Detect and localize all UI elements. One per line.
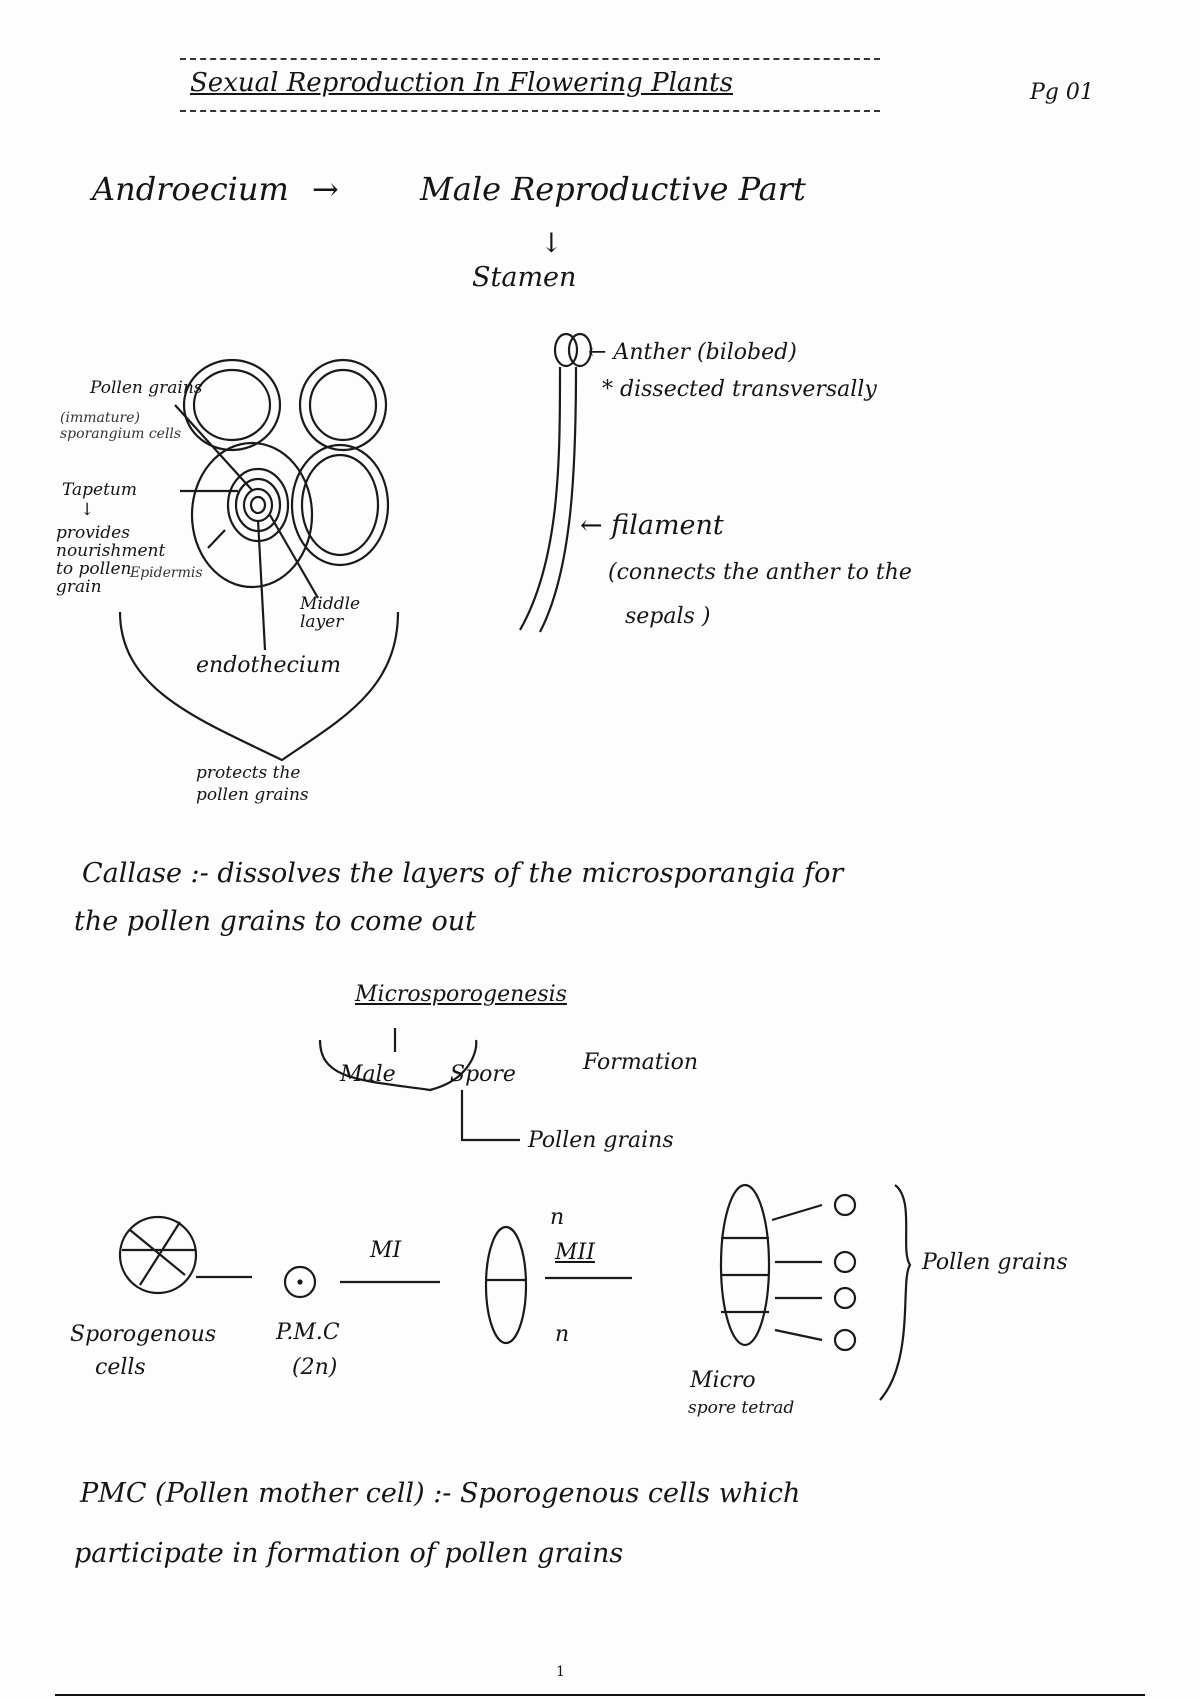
callase-line-1: Callase :- dissolves the layers of the m… <box>82 858 844 889</box>
label-pollen: Pollen grains <box>90 378 203 398</box>
label-haploid-top: n <box>550 1205 565 1230</box>
androecium-definition: Male Reproductive Part <box>420 170 806 208</box>
label-sporogenous: Sporogenous <box>70 1322 217 1347</box>
label-protects: protects the pollen grains <box>196 763 309 805</box>
anther-lobe-1 <box>182 358 282 452</box>
label-filament-note-1: (connects the anther to the <box>608 560 912 585</box>
result-pollen-grains: Pollen grains <box>528 1128 674 1153</box>
label-epidermis: Epidermis <box>130 565 203 581</box>
page-label: Pg 01 <box>1030 80 1094 105</box>
part-spore: Spore <box>450 1062 516 1087</box>
arrow-down-icon: ↓ <box>80 500 95 520</box>
label-pmc: P.M.C <box>276 1320 340 1345</box>
label-pollen-grains: Pollen grains <box>922 1250 1068 1275</box>
label-anther: ← Anther (bilobed) <box>588 340 797 365</box>
label-spore-tetrad: spore tetrad <box>688 1398 795 1418</box>
arrow-right-icon: → <box>312 170 339 208</box>
arrow-down-icon: ↓ <box>540 228 563 259</box>
label-filament-note-2: sepals ) <box>625 604 711 629</box>
title-box <box>180 58 880 112</box>
label-endothecium: endothecium <box>196 653 341 678</box>
label-middle-layer: Middle layer <box>300 594 361 632</box>
label-tapetum: Tapetum <box>62 480 137 500</box>
stamen-label: Stamen <box>472 262 577 293</box>
androecium-term: Androecium <box>92 170 289 208</box>
pmc-definition-line-2: participate in formation of pollen grain… <box>74 1538 624 1569</box>
label-micro: Micro <box>690 1368 756 1393</box>
part-formation: Formation <box>583 1050 699 1075</box>
label-pmc-ploidy: (2n) <box>292 1355 338 1380</box>
microsporogenesis-title: Microsporogenesis <box>355 982 567 1007</box>
label-meiosis-2: MII <box>555 1240 595 1265</box>
part-male: Male <box>340 1062 396 1087</box>
label-meiosis-1: MI <box>370 1238 402 1263</box>
callase-line-2: the pollen grains to come out <box>74 906 477 937</box>
label-anther-note: * dissected transversally <box>602 377 877 402</box>
page-number: 1 <box>556 1664 565 1680</box>
label-filament: ← filament <box>580 510 724 541</box>
label-cells: cells <box>95 1355 146 1380</box>
pmc-definition-line-1: PMC (Pollen mother cell) :- Sporogenous … <box>80 1478 801 1509</box>
label-haploid-bottom: n <box>555 1322 570 1347</box>
footer-divider <box>55 1694 1145 1696</box>
page-title: Sexual Reproduction In Flowering Plants <box>190 68 733 98</box>
label-nourishment: provides nourishment to pollen grain <box>56 523 166 597</box>
label-sporangium-cells: (immature) sporangium cells <box>60 410 182 442</box>
